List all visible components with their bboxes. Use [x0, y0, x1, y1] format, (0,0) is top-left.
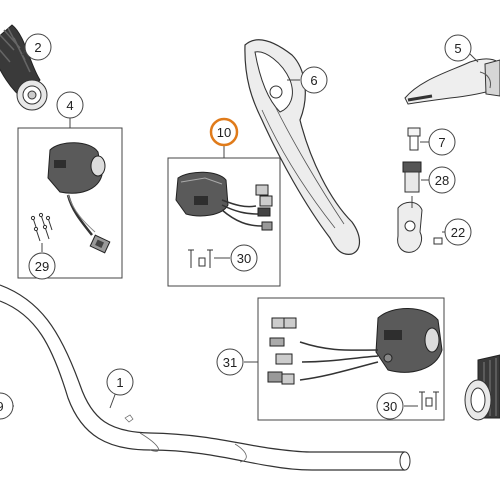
callout-circle	[56, 91, 84, 119]
screw-set-icon	[188, 249, 213, 268]
callout-label: 29	[35, 259, 49, 274]
item-4-group-box	[17, 117, 123, 279]
callout-10: 10	[209, 117, 239, 147]
callout-label: 9	[0, 399, 4, 414]
callout-31: 31	[216, 348, 244, 376]
callout-5: 5	[444, 34, 472, 62]
callout-9: 9	[0, 392, 14, 420]
callout-label: 7	[438, 135, 445, 150]
callout-circle	[209, 117, 239, 147]
callout-circle	[428, 128, 456, 156]
callout-label: 30	[383, 399, 397, 414]
callout-label: 4	[66, 98, 73, 113]
callout-30: 30	[376, 392, 404, 420]
clutch-lever	[244, 39, 361, 255]
callout-layer: 1 2 4 5 6 7 9 10 22 28 29 30 30 31	[0, 33, 472, 420]
callout-circle	[444, 218, 472, 246]
callout-label: 22	[451, 225, 465, 240]
lever-clamp	[397, 196, 448, 253]
callout-label: 2	[34, 40, 41, 55]
callout-label: 31	[223, 355, 237, 370]
screw-set-icon	[419, 391, 439, 410]
item-10-group-box	[167, 145, 281, 287]
callout-circle	[24, 33, 52, 61]
callout-circle	[216, 348, 244, 376]
callout-30: 30	[230, 244, 258, 272]
callout-label: 30	[237, 251, 251, 266]
lever-assembly	[404, 53, 500, 105]
adjuster-screw	[407, 127, 430, 151]
left-grip	[0, 24, 48, 111]
callout-7: 7	[428, 128, 456, 156]
callout-2: 2	[24, 33, 52, 61]
callout-28: 28	[428, 166, 456, 194]
callout-circle	[28, 252, 56, 280]
handlebar	[0, 284, 411, 471]
callout-22: 22	[444, 218, 472, 246]
callout-circle	[0, 392, 14, 420]
callout-label: 1	[116, 375, 123, 390]
callout-circle	[106, 368, 134, 396]
callout-circle	[300, 66, 328, 94]
callout-circle	[376, 392, 404, 420]
callout-label: 6	[310, 73, 317, 88]
callout-label: 5	[454, 41, 461, 56]
callout-1: 1	[106, 368, 134, 396]
callout-6: 6	[300, 66, 328, 94]
screw-set-icon	[30, 212, 53, 242]
callout-4: 4	[56, 91, 84, 119]
callout-circle	[230, 244, 258, 272]
right-grip	[464, 354, 500, 421]
callout-label: 28	[435, 173, 449, 188]
item-31-group-box	[244, 297, 445, 421]
callout-29: 29	[28, 252, 56, 280]
callout-circle	[428, 166, 456, 194]
callout-label: 10	[217, 125, 231, 140]
bushing	[402, 161, 430, 193]
callout-circle	[444, 34, 472, 62]
